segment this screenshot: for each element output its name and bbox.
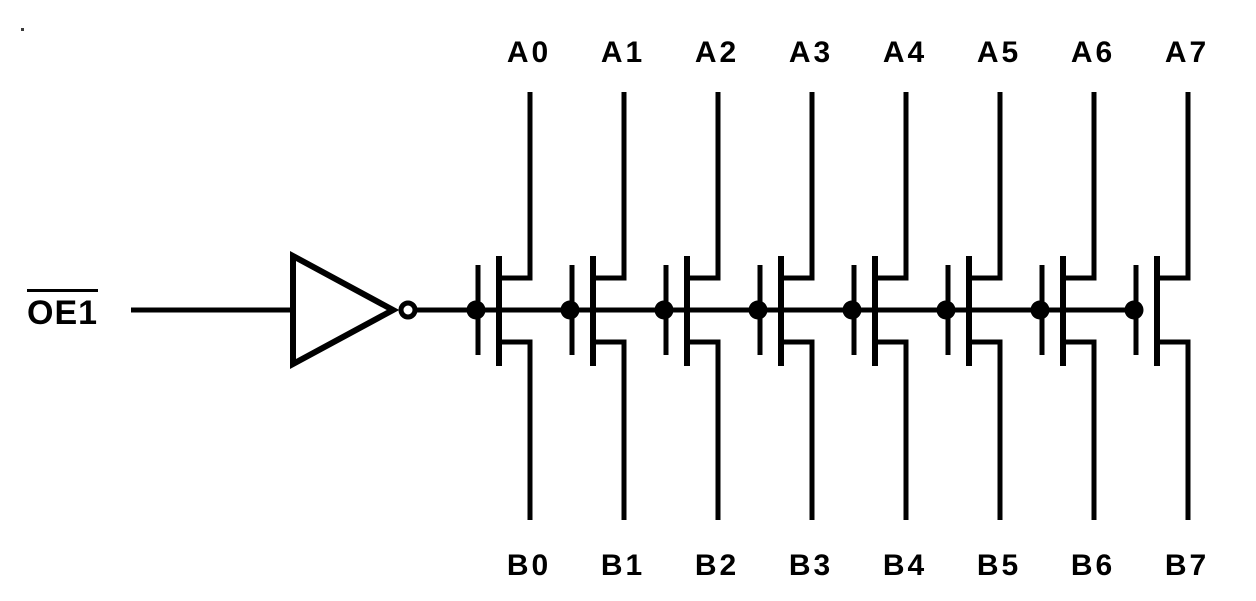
inverter-bubble-icon (398, 300, 418, 320)
a-port-wire (875, 92, 909, 281)
b-port-wire (781, 339, 815, 520)
b-port-label: B0 (507, 549, 551, 582)
b-port-wire (593, 339, 627, 520)
gate-junction-dot (936, 300, 956, 320)
b-port-wire (969, 339, 1003, 520)
b-port-label: B5 (977, 549, 1021, 582)
a-port-wire (593, 92, 627, 281)
b-port-label: B4 (883, 549, 927, 582)
oe1-overlined-text: OE1 (27, 289, 99, 330)
a-port-label: A7 (1165, 36, 1209, 69)
a-port-label: A4 (883, 36, 927, 69)
b-port-label: B6 (1071, 549, 1115, 582)
gate-junction-dot (842, 300, 862, 320)
b-port-wire (875, 339, 909, 520)
b-port-wire (1063, 339, 1097, 520)
b-port-label: B2 (695, 549, 739, 582)
b-port-label: B1 (601, 549, 645, 582)
b-port-label: B3 (789, 549, 833, 582)
a-port-label: A2 (695, 36, 739, 69)
a-port-wire (687, 92, 721, 281)
inverter-triangle-icon (290, 250, 400, 370)
gate-junction-dot (748, 300, 768, 320)
a-port-label: A0 (507, 36, 551, 69)
b-port-wire (1157, 339, 1191, 520)
a-port-wire (781, 92, 815, 281)
gate-junction-dot (560, 300, 580, 320)
gate-junction-dot (1124, 300, 1144, 320)
a-port-wire (499, 92, 533, 281)
a-port-label: A6 (1071, 36, 1115, 69)
a-port-label: A5 (977, 36, 1021, 69)
stray-period-mark (21, 28, 24, 31)
a-port-wire (1157, 92, 1191, 281)
gate-junction-dot (466, 300, 486, 320)
a-port-wire (969, 92, 1003, 281)
gate-junction-dot (1030, 300, 1050, 320)
b-port-wire (687, 339, 721, 520)
b-port-wire (499, 339, 533, 520)
oe1-signal-label: OE1 (27, 289, 99, 330)
b-port-label: B7 (1165, 549, 1209, 582)
gate-junction-dot (654, 300, 674, 320)
a-port-wire (1063, 92, 1097, 281)
a-port-label: A1 (601, 36, 645, 69)
a-port-label: A3 (789, 36, 833, 69)
